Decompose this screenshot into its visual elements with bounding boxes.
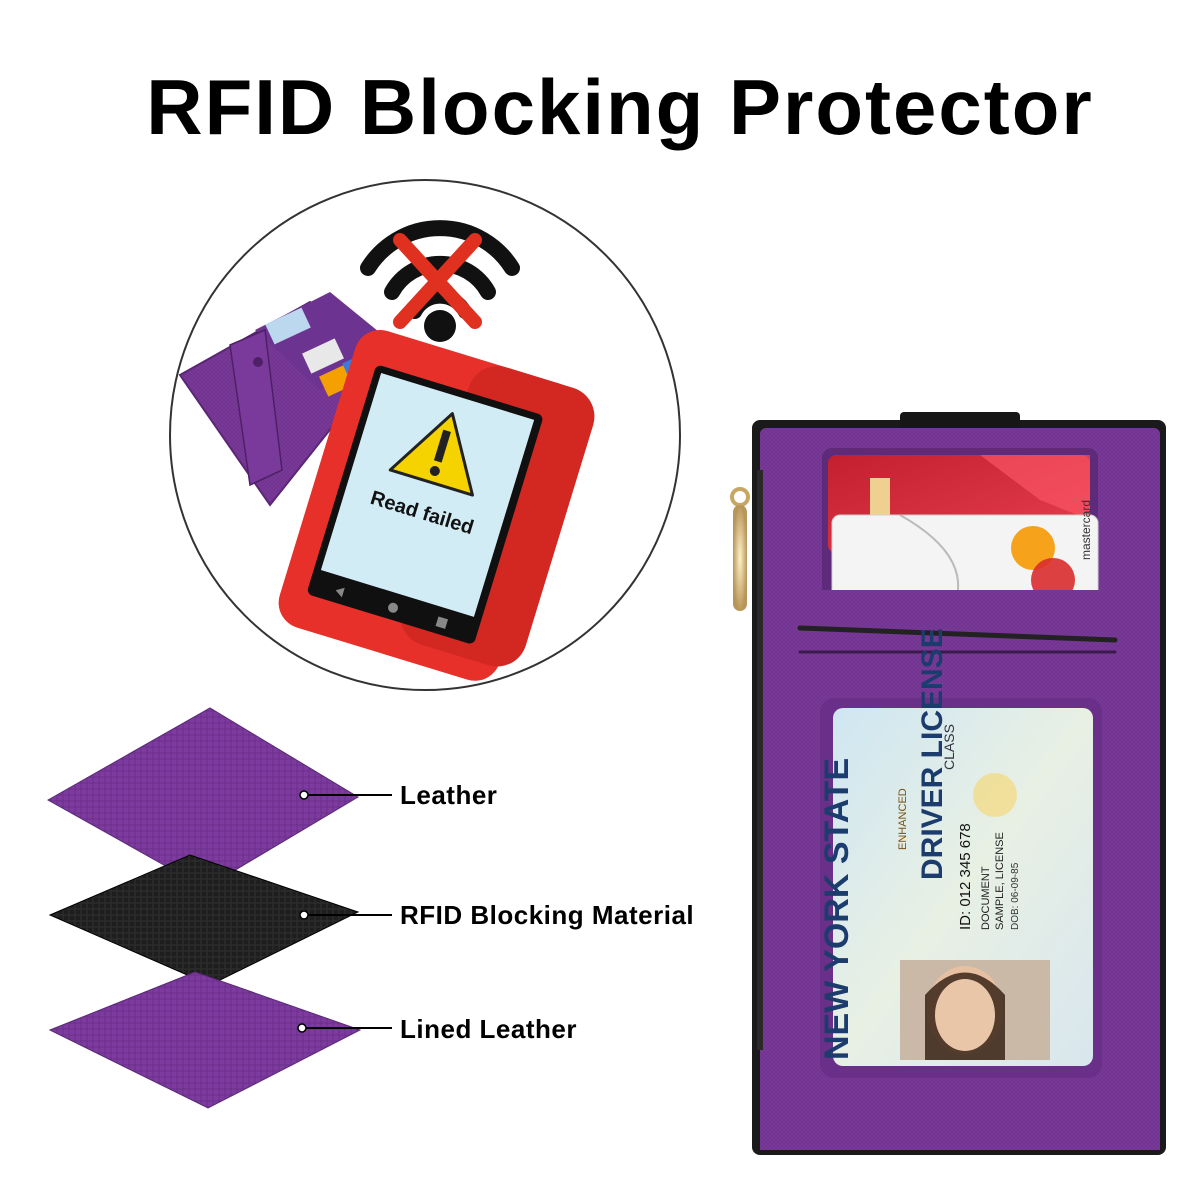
id-state-text: NEW YORK STATE (818, 758, 856, 1060)
id-photo (900, 960, 1050, 1060)
layer-lined-leather (48, 971, 392, 1109)
id-type-text: DRIVER LICENSE (916, 628, 949, 880)
wallet-image: mastercard NEW YORK STATE DRIVER LICENSE… (730, 412, 1166, 1155)
id-enhanced-text: ENHANCED (897, 788, 909, 850)
warning-triangle-icon (388, 412, 474, 497)
layer-label-lined-leather: Lined Leather (400, 1014, 577, 1044)
layer-label-leather: Leather (400, 780, 498, 810)
layer-rfid-material (48, 854, 392, 986)
card-brand-text: mastercard (1079, 500, 1093, 560)
page-title: RFID Blocking Protector (146, 63, 1094, 151)
id-document-text: DOCUMENT (980, 866, 992, 930)
rfid-scene-circle: Read failed (169, 179, 681, 691)
layer-leather (46, 707, 392, 889)
id-class-text: CLASS (941, 724, 957, 770)
id-dob-text: DOB: 06-09-85 (1010, 862, 1021, 930)
payment-terminal: Read failed (278, 329, 595, 681)
zipper-pull (730, 470, 763, 1050)
id-window: NEW YORK STATE DRIVER LICENSE CLASS ENHA… (818, 628, 1102, 1078)
cross-icon (393, 233, 482, 329)
id-number-text: ID: 012 345 678 (957, 823, 974, 930)
layer-label-rfid-material: RFID Blocking Material (400, 900, 695, 930)
id-name-text: SAMPLE, LICENSE (994, 832, 1006, 930)
